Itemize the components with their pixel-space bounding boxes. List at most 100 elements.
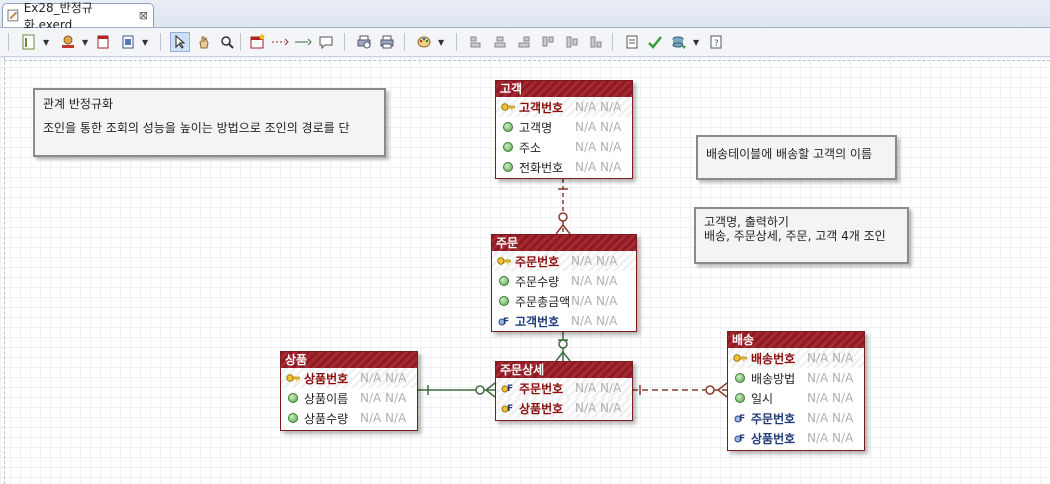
- column-name: 주문수량: [515, 274, 560, 289]
- note-delivery-customer-name[interactable]: 배송테이블에 배송할 고객의 이름: [696, 135, 897, 180]
- column-nullability: N/A N/A: [807, 351, 854, 365]
- close-tab-icon[interactable]: ⊠: [138, 9, 148, 22]
- non-identifying-relation-icon[interactable]: [270, 32, 290, 52]
- chevron-down-icon[interactable]: ▼: [693, 38, 700, 47]
- table-color-icon[interactable]: [93, 32, 113, 52]
- validate-check-icon[interactable]: [645, 32, 665, 52]
- column-nullability: N/A N/A: [360, 411, 407, 425]
- attribute-dot-icon: [501, 121, 515, 133]
- attribute-dot: [503, 162, 513, 172]
- print-icon[interactable]: [377, 32, 397, 52]
- page-boundary: [4, 60, 1050, 61]
- column-nullability: N/A N/A: [360, 371, 407, 385]
- entity-title: 고객: [496, 81, 632, 97]
- relation-product-orderdetail[interactable]: [417, 382, 496, 398]
- attribute-dot-icon: [286, 412, 300, 424]
- help-icon[interactable]: ?: [706, 32, 726, 52]
- primary-key-icon: [497, 255, 511, 267]
- color-fill-icon[interactable]: [58, 32, 78, 52]
- primary-key-icon: [733, 352, 747, 364]
- align-right-icon[interactable]: [514, 32, 534, 52]
- column-name: 상품번호: [519, 401, 564, 416]
- attribute-dot-icon: [286, 392, 300, 404]
- page-boundary: [4, 57, 5, 484]
- foreign-key-icon: F: [733, 412, 747, 424]
- chevron-down-icon[interactable]: ▼: [438, 38, 445, 47]
- svg-text:F: F: [507, 404, 513, 414]
- primary-foreign-key-icon: F: [501, 402, 515, 414]
- chevron-down-icon[interactable]: ▼: [142, 38, 149, 47]
- new-table-icon[interactable]: [247, 32, 267, 52]
- column-row[interactable]: 주문수량 N/A N/A: [492, 271, 636, 291]
- relation-order-orderdetail[interactable]: [555, 331, 571, 362]
- print-preview-icon[interactable]: [354, 32, 374, 52]
- column-row[interactable]: 상품수량 N/A N/A: [281, 408, 417, 428]
- note-join-path[interactable]: 고객명, 출력하기 배송, 주문상세, 주문, 고객 4개 조인: [694, 207, 909, 264]
- align-left-icon[interactable]: [466, 32, 486, 52]
- chevron-down-icon[interactable]: ▼: [82, 38, 89, 47]
- column-nullability: N/A N/A: [571, 254, 618, 268]
- svg-text:F: F: [507, 384, 513, 394]
- chevron-down-icon[interactable]: ▼: [43, 38, 50, 47]
- select-arrow-icon[interactable]: [170, 32, 190, 52]
- align-center-icon[interactable]: [490, 32, 510, 52]
- attribute-dot-icon: [501, 161, 515, 173]
- page-icon[interactable]: [19, 32, 39, 52]
- align-top-icon[interactable]: [538, 32, 558, 52]
- column-nullability: N/A N/A: [807, 431, 854, 445]
- align-bottom-icon[interactable]: [586, 32, 606, 52]
- primary-key-icon: [501, 101, 515, 113]
- column-name: 상품번호: [751, 431, 796, 446]
- hand-icon[interactable]: [194, 32, 214, 52]
- theme-palette-icon[interactable]: [414, 32, 434, 52]
- svg-text:F: F: [503, 317, 509, 327]
- document-icon[interactable]: [118, 32, 138, 52]
- align-middle-icon[interactable]: [562, 32, 582, 52]
- column-nullability: N/A N/A: [360, 391, 407, 405]
- column-name: 주문번호: [519, 381, 564, 396]
- zoom-icon[interactable]: [217, 32, 237, 52]
- toolbar-grip: [8, 33, 9, 51]
- attribute-dot: [735, 393, 745, 403]
- column-nullability: N/A N/A: [571, 274, 618, 288]
- column-nullability: N/A N/A: [575, 100, 622, 114]
- comment-icon[interactable]: [316, 32, 336, 52]
- note-text: 배송테이블에 배송할 고객의 이름: [706, 147, 873, 161]
- column-nullability: N/A N/A: [575, 120, 622, 134]
- entity-title: 상품: [281, 352, 417, 368]
- column-nullability: N/A N/A: [571, 294, 618, 308]
- relation-orderdetail-delivery[interactable]: [632, 382, 728, 398]
- note-title: 관계 반정규화: [43, 97, 114, 111]
- relation-customer-order[interactable]: [555, 179, 571, 235]
- column-name: 상품수량: [304, 411, 349, 426]
- identifying-relation-icon[interactable]: [293, 32, 313, 52]
- report-icon[interactable]: [622, 32, 642, 52]
- column-nullability: N/A N/A: [807, 391, 854, 405]
- sync-database-icon[interactable]: [669, 32, 689, 52]
- note-relation-denormalization[interactable]: 관계 반정규화 조인을 통한 조회의 성능을 높이는 방법으로 조인의 경로를 …: [33, 88, 386, 157]
- toolbar-separator: [344, 33, 345, 51]
- diagram-toolbar: ▼ ▼ ▼ ▼ ▼ ?: [0, 28, 1050, 57]
- note-body: 조인을 통한 조회의 성능을 높이는 방법으로 조인의 경로를 단: [43, 121, 350, 136]
